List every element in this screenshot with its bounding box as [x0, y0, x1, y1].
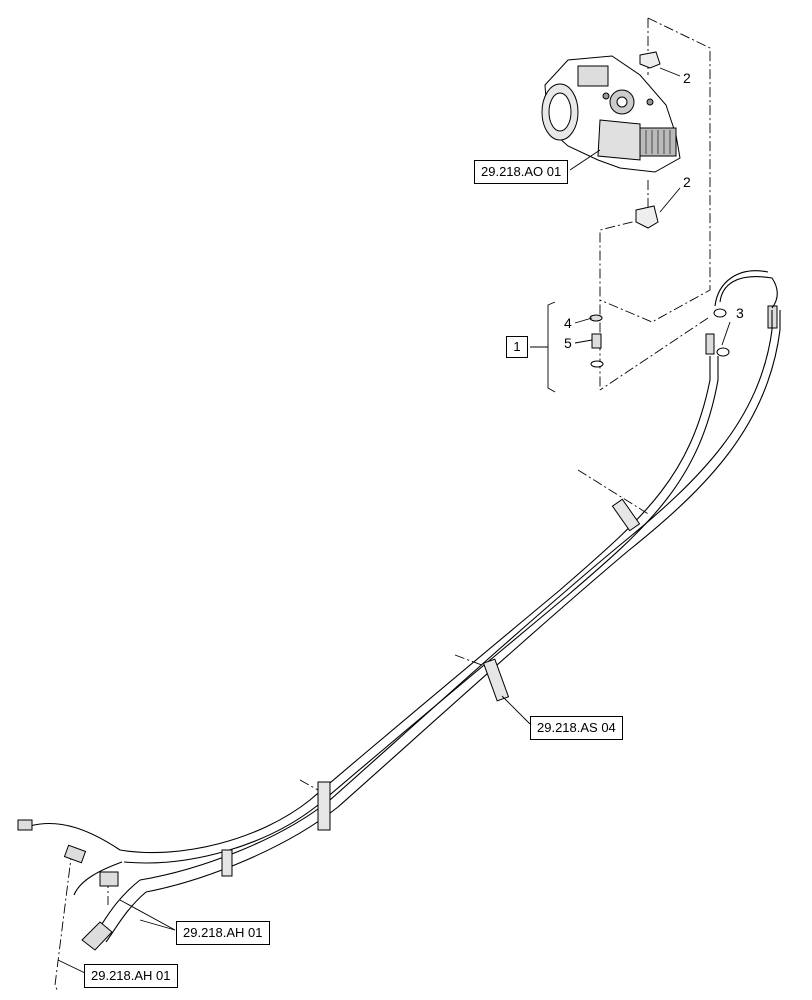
motor-reference-label-lower[interactable]: 29.218.AH 01: [84, 964, 178, 988]
motor-reference-label-upper[interactable]: 29.218.AH 01: [176, 921, 270, 945]
hydraulic-pump-icon: [541, 55, 681, 173]
callout-item-4: 4: [564, 315, 572, 331]
callout-item-2-bottom: 2: [683, 174, 691, 190]
fitting-icon: [17, 819, 119, 951]
hydraulic-hose-icon: [29, 270, 781, 943]
hose-clamp-icon: [635, 51, 661, 229]
callout-item-5: 5: [564, 335, 572, 351]
leader-lines: [57, 67, 731, 974]
hose-clamp-icon: [221, 498, 641, 877]
fitting-icon: [589, 305, 778, 368]
callout-item-1: 1: [506, 336, 528, 358]
pump-reference-label[interactable]: 29.218.AO 01: [474, 160, 569, 184]
callout-item-3: 3: [736, 305, 744, 321]
callout-item-2-top: 2: [683, 70, 691, 86]
clamp-reference-label[interactable]: 29.218.AS 04: [530, 716, 623, 740]
